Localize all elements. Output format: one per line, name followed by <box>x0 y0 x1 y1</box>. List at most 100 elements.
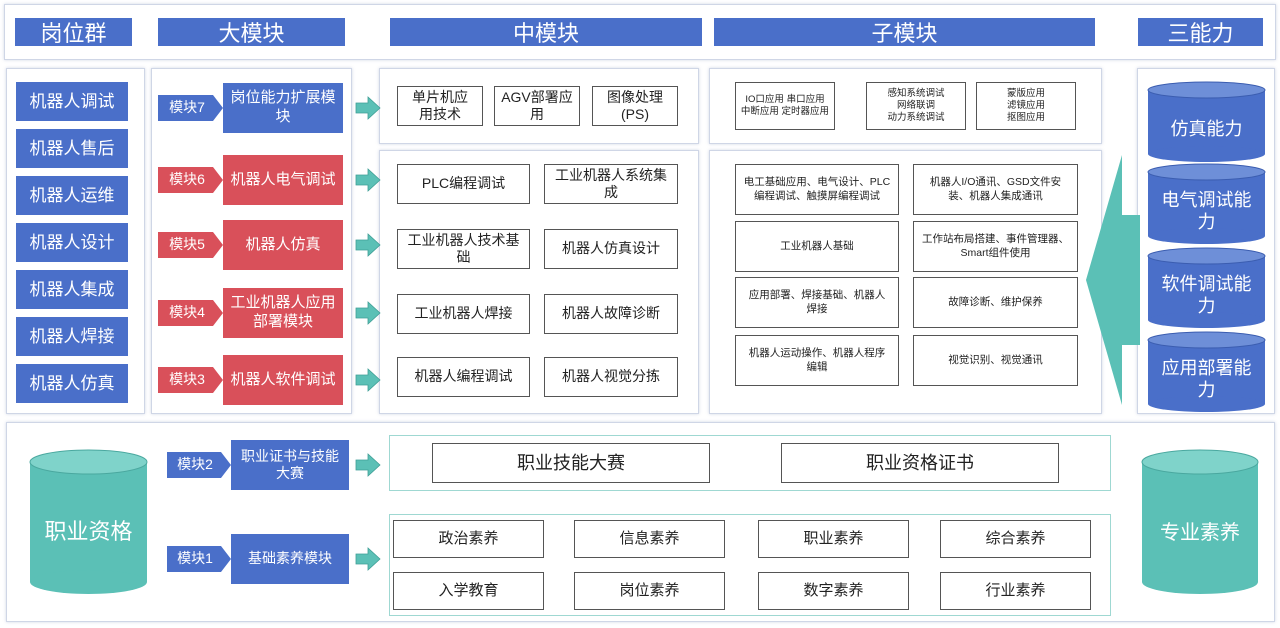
job-group-item: 机器人运维 <box>16 176 128 215</box>
module-tag-arrow <box>158 95 223 121</box>
module-tag: 模块1 <box>177 550 213 567</box>
middle-module-item: 工业机器人焊接 <box>397 294 530 334</box>
literacy-item: 入学教育 <box>393 572 544 610</box>
module-tag: 模块6 <box>169 171 205 188</box>
ability-cylinder-bottom <box>1148 146 1265 162</box>
sub-module-item: 应用部署、焊接基础、机器人 焊接 <box>735 277 899 328</box>
middle-module-item: AGV部署应 用 <box>494 86 580 126</box>
professional-cylinder-top <box>1141 449 1259 475</box>
cylinder-label-qualification: 职业资格 <box>44 519 133 544</box>
qualification-cylinder-bottom <box>30 570 147 594</box>
certificate-item: 职业技能大赛 <box>432 443 710 483</box>
literacy-item: 数字素养 <box>758 572 909 610</box>
module-name: 工业机器人应用 部署模块 <box>223 288 343 338</box>
module-arrow-icon <box>355 301 381 325</box>
header-large-module: 大模块 <box>158 18 345 46</box>
literacy-item: 职业素养 <box>758 520 909 558</box>
module-tag-arrow <box>158 167 223 193</box>
module-tag-arrow <box>167 546 231 572</box>
ability-cylinder-body <box>1148 256 1265 320</box>
job-group-item: 机器人设计 <box>16 223 128 262</box>
module-name: 机器人软件调试 <box>223 355 343 405</box>
sub-module-top-item: 蒙版应用 滤镜应用 抠图应用 <box>976 82 1076 130</box>
ability-cylinder-bottom <box>1148 312 1265 328</box>
sub-module-item: 工业机器人基础 <box>735 221 899 272</box>
job-group-item: 机器人售后 <box>16 129 128 168</box>
sub-module-item: 故障诊断、维护保养 <box>913 277 1078 328</box>
job-group-item: 机器人集成 <box>16 270 128 309</box>
professional-cylinder-bottom <box>1142 570 1258 594</box>
module-name: 机器人电气调试 <box>223 155 343 205</box>
ability-label: 仿真能力 <box>1170 118 1243 139</box>
middle-module-item: 机器人编程调试 <box>397 357 530 397</box>
header-sub-module: 子模块 <box>714 18 1095 46</box>
literacy-item: 信息素养 <box>574 520 725 558</box>
module-tag: 模块3 <box>169 371 205 388</box>
middle-module-item: 图像处理 (PS) <box>592 86 678 126</box>
module-arrow-icon <box>355 96 381 120</box>
literacy-item: 岗位素养 <box>574 572 725 610</box>
module-arrow-icon <box>355 368 381 392</box>
professional-cylinder-body <box>1142 462 1258 582</box>
middle-module-item: 工业机器人技术基 础 <box>397 229 530 269</box>
module-tag: 模块4 <box>169 304 205 321</box>
sub-module-top-item: 感知系统调试 网络联调 动力系统调试 <box>866 82 966 130</box>
sub-module-item: 工作站布局搭建、事件管理器、 Smart组件使用 <box>913 221 1078 272</box>
middle-module-item: 机器人视觉分拣 <box>544 357 678 397</box>
header-three-abilities: 三能力 <box>1138 18 1263 46</box>
sub-module-top-item: IO口应用 串口应用 中断应用 定时器应用 <box>735 82 835 130</box>
certificate-item: 职业资格证书 <box>781 443 1059 483</box>
job-group-item: 机器人调试 <box>16 82 128 121</box>
ability-cylinder-body <box>1148 172 1265 236</box>
header-job-group: 岗位群 <box>15 18 132 46</box>
module-tag: 模块7 <box>169 99 205 116</box>
ability-label: 软件调试能 力 <box>1161 273 1252 317</box>
ability-label: 电气调试能 力 <box>1161 189 1252 233</box>
sub-module-item: 机器人I/O通讯、GSD文件安 装、机器人集成通讯 <box>913 164 1078 215</box>
qualification-cylinder-body <box>30 462 147 582</box>
module-tag-arrow <box>158 367 223 393</box>
ability-cylinder-body <box>1148 90 1265 154</box>
module-arrow-icon <box>355 453 381 477</box>
module-tag-arrows <box>158 95 231 572</box>
module-arrow-icon <box>355 547 381 571</box>
sub-module-item: 电工基础应用、电气设计、PLC 编程调试、触摸屏编程调试 <box>735 164 899 215</box>
sub-module-item: 机器人运动操作、机器人程序 编辑 <box>735 335 899 386</box>
module-tag-arrow <box>158 232 223 258</box>
module-arrow-icon <box>355 168 381 192</box>
module-name: 职业证书与技能 大赛 <box>231 440 349 490</box>
middle-module-item: 机器人故障诊断 <box>544 294 678 334</box>
middle-module-item: PLC编程调试 <box>397 164 530 204</box>
module-tag: 模块2 <box>177 456 213 473</box>
ability-cylinder-top <box>1147 331 1266 349</box>
module-name: 机器人仿真 <box>223 220 343 270</box>
module-tag-arrow <box>167 452 231 478</box>
sub-module-item: 视觉识别、视觉通讯 <box>913 335 1078 386</box>
header-middle-module: 中模块 <box>390 18 702 46</box>
middle-module-item: 工业机器人系统集 成 <box>544 164 678 204</box>
ability-cylinder-bottom <box>1148 396 1265 412</box>
ability-cylinder-bottom <box>1148 228 1265 244</box>
big-left-arrow-icon <box>1086 155 1140 405</box>
ability-cylinder-top <box>1147 247 1266 265</box>
module-name: 基础素养模块 <box>231 534 349 584</box>
module-tag-arrow <box>158 300 223 326</box>
qualification-cylinder-top <box>29 449 148 475</box>
ability-cylinder-top <box>1147 163 1266 181</box>
module-arrows <box>355 96 381 571</box>
ability-cylinder-top <box>1147 81 1266 99</box>
cylinder-label-professional: 专业素养 <box>1160 521 1240 544</box>
module-arrow-icon <box>355 233 381 257</box>
literacy-item: 政治素养 <box>393 520 544 558</box>
ability-label: 应用部署能 力 <box>1161 357 1252 401</box>
module-name: 岗位能力扩展模 块 <box>223 83 343 133</box>
ability-cylinder-body <box>1148 340 1265 404</box>
middle-module-item: 单片机应 用技术 <box>397 86 483 126</box>
ability-cylinders <box>29 81 1266 594</box>
job-group-item: 机器人焊接 <box>16 317 128 356</box>
middle-module-item: 机器人仿真设计 <box>544 229 678 269</box>
module-tag: 模块5 <box>169 236 205 253</box>
job-group-item: 机器人仿真 <box>16 364 128 403</box>
literacy-item: 综合素养 <box>940 520 1091 558</box>
